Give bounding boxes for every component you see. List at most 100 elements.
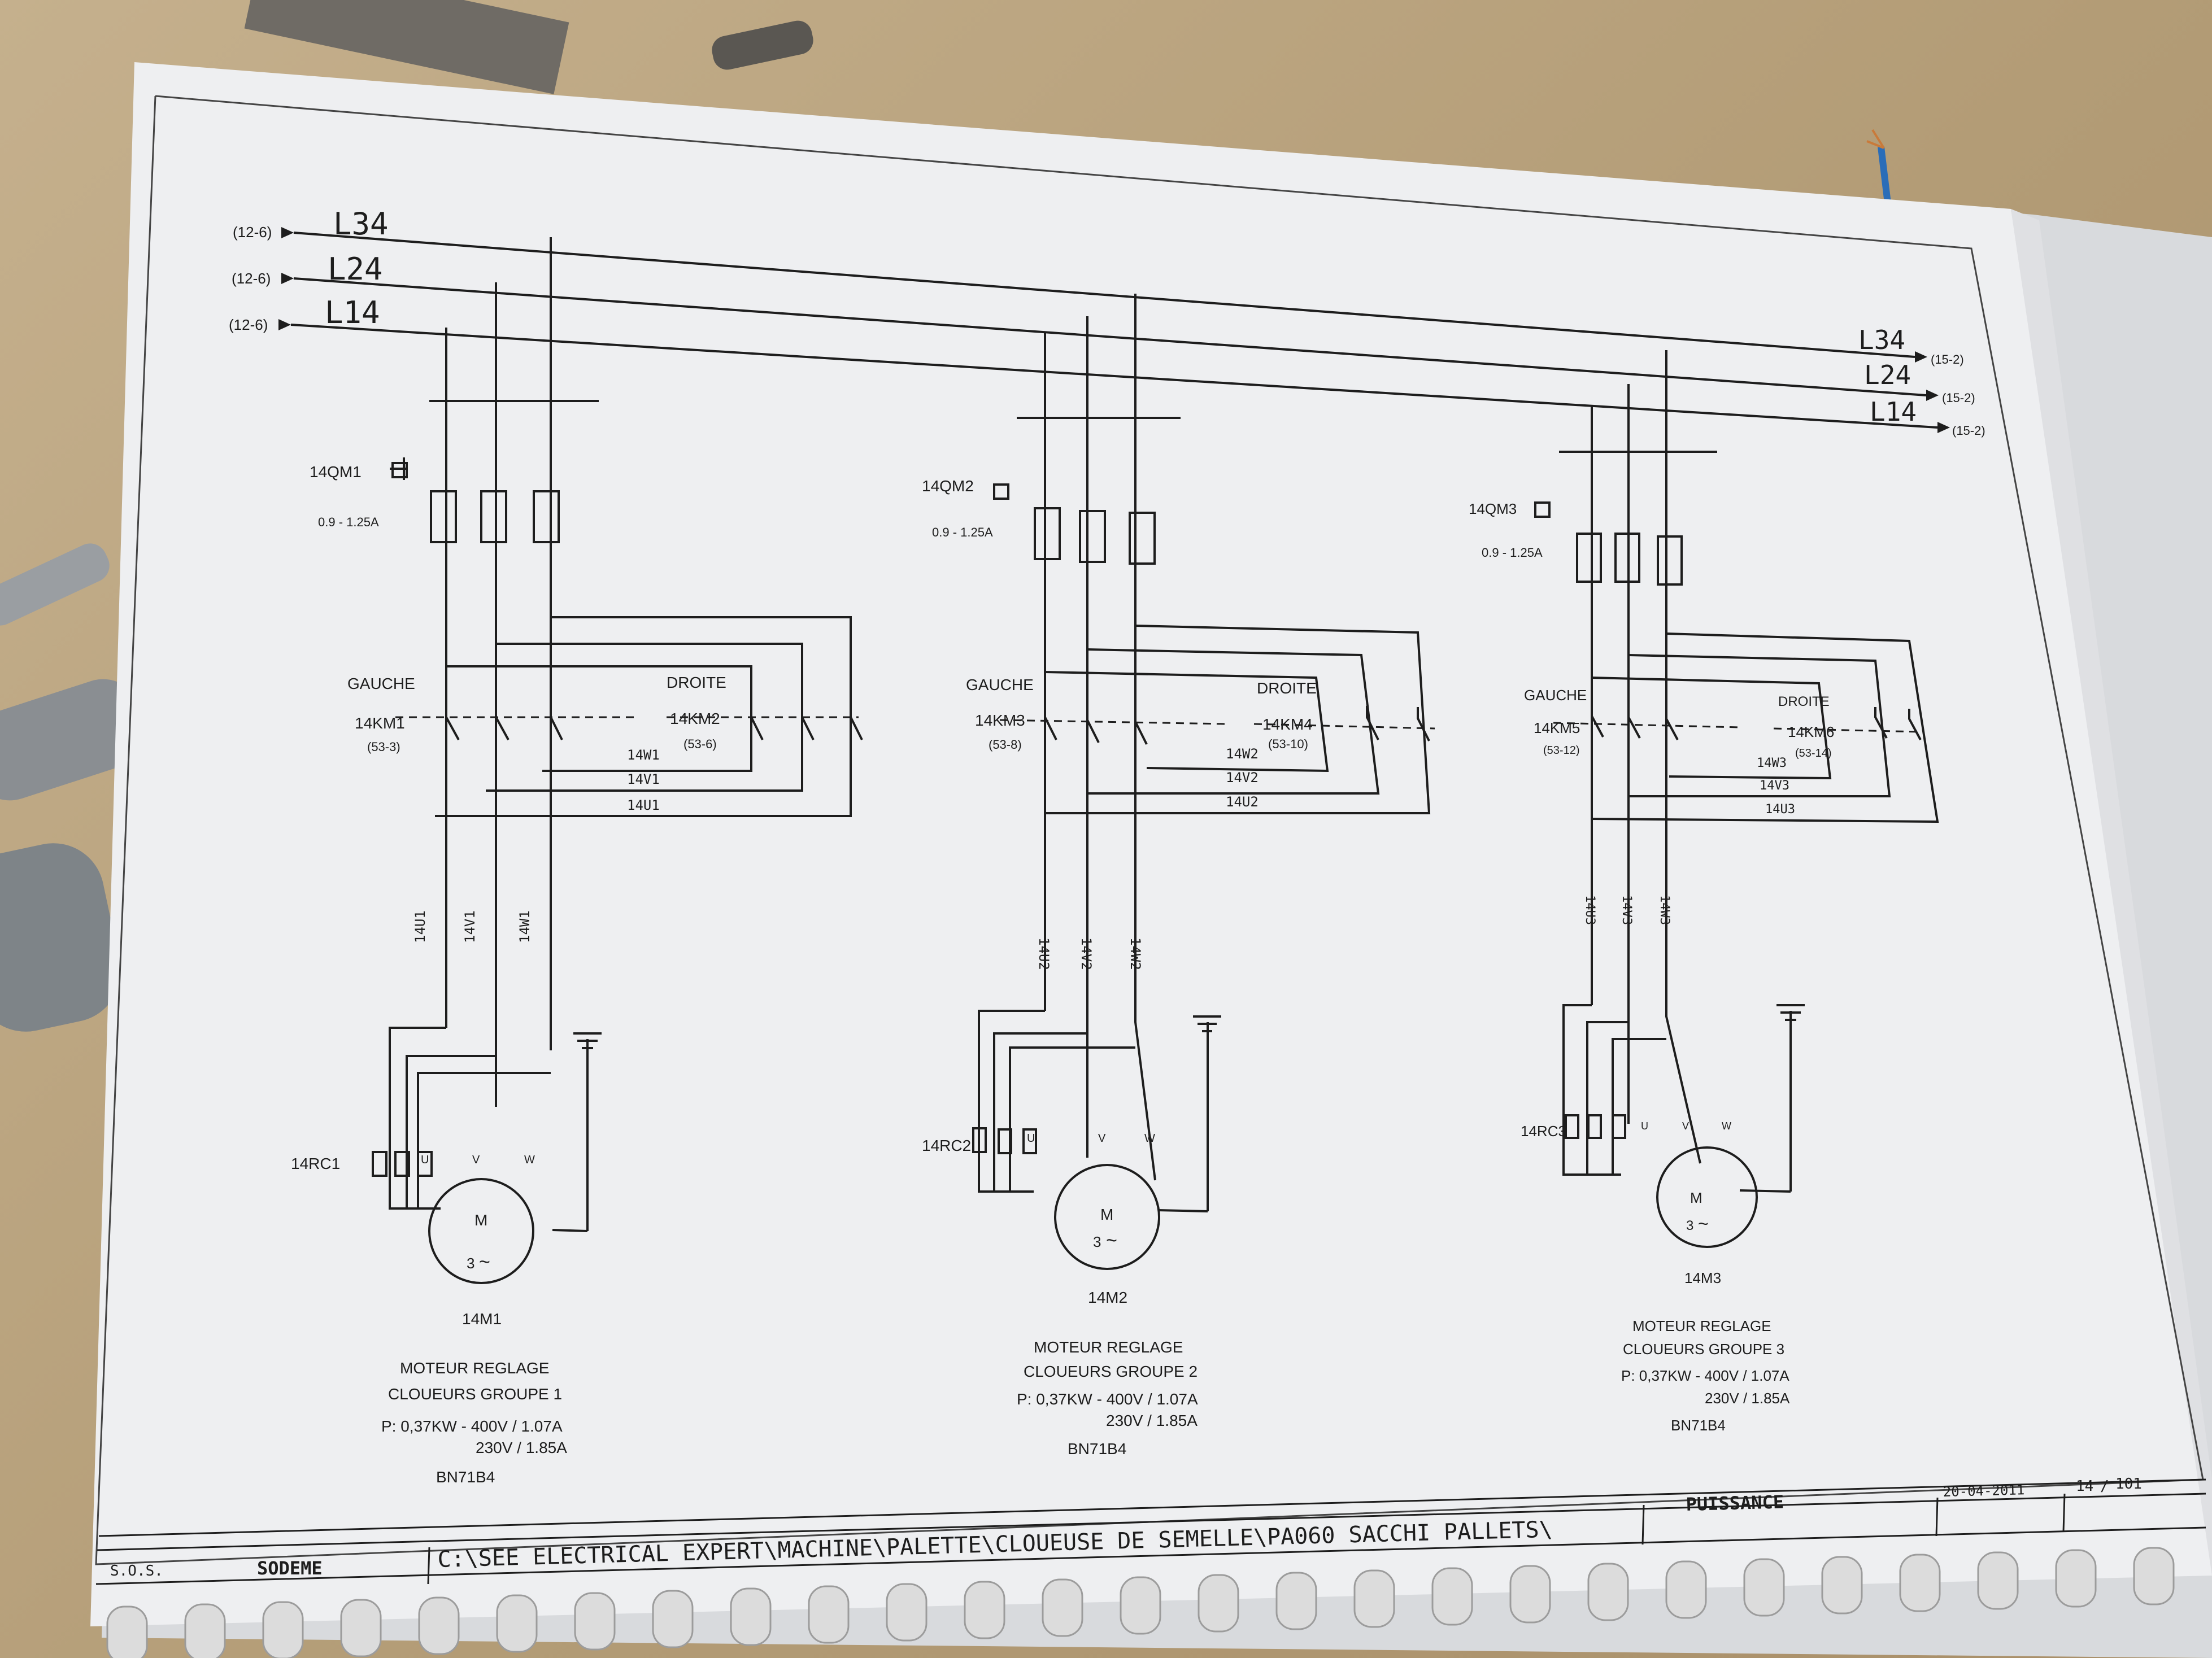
droite-label-1: DROITE	[667, 674, 726, 691]
title-page-separator-icon: /	[2100, 1478, 2109, 1495]
motor-desc-1-line1: MOTEUR REGLAGE	[400, 1359, 549, 1377]
wire-label-bus-w3: 14W3	[1757, 756, 1787, 770]
contactor-right-ref-3: (53-14)	[1795, 747, 1831, 760]
motor-label-14m2: 14M2	[1088, 1289, 1127, 1306]
motor-label-14m3: 14M3	[1684, 1269, 1721, 1286]
dest-ref-l34: (15-2)	[1931, 352, 1964, 366]
supply-ref-l34: (12-6)	[233, 224, 272, 241]
supply-arrowheads	[278, 227, 1950, 433]
contactor-right-14km2: 14KM2	[670, 710, 720, 727]
contactor-right-ref-1: (53-6)	[683, 737, 717, 751]
rating-label-3: 0.9 - 1.25A	[1482, 546, 1543, 560]
motor-desc-2-line1: MOTEUR REGLAGE	[1034, 1338, 1183, 1356]
wire-label-bus-w2: 14W2	[1226, 746, 1259, 762]
rc-label-14rc3: 14RC3	[1521, 1123, 1566, 1140]
wire-label-vert-w1: 14W1	[517, 910, 533, 943]
title-page-number: 14	[2076, 1478, 2093, 1495]
motor-tilde-icon-1: ~	[479, 1251, 490, 1273]
page-sheet	[90, 62, 2212, 1658]
contactor-left-ref-1: (53-3)	[367, 740, 400, 754]
motor-3-2: 3	[1093, 1233, 1101, 1250]
rc-label-14rc1: 14RC1	[291, 1155, 340, 1172]
wire-label-bus-u1: 14U1	[627, 797, 660, 813]
motor-desc-3-line1: MOTEUR REGLAGE	[1632, 1317, 1771, 1334]
line-label-l34-left: L34	[333, 206, 389, 242]
line-label-l34-right: L34	[1858, 325, 1905, 355]
phase-w-1: W	[524, 1154, 535, 1166]
binding-ring	[2055, 1549, 2097, 1608]
wire-label-bus-v3: 14V3	[1760, 779, 1789, 793]
rating-label-2: 0.9 - 1.25A	[932, 525, 993, 539]
supply-ref-l24: (12-6)	[232, 270, 271, 287]
binding-ring	[652, 1590, 694, 1648]
motor-desc-3-line4: 230V / 1.85A	[1705, 1390, 1790, 1407]
binding-ring	[1821, 1556, 1863, 1615]
blue-wire	[1878, 146, 1891, 204]
binding-ring	[184, 1603, 226, 1658]
wire-label-bus-u2: 14U2	[1226, 794, 1259, 810]
binding-ring	[496, 1594, 538, 1653]
wire-label-bus-v2: 14V2	[1226, 770, 1259, 786]
motor-desc-1-line4: 230V / 1.85A	[476, 1439, 567, 1456]
motor-3-3: 3	[1686, 1218, 1693, 1233]
phase-v-1: V	[472, 1154, 480, 1166]
binding-ring	[2133, 1547, 2175, 1605]
motor-desc-1-line3: P: 0,37KW - 400V / 1.07A	[381, 1417, 563, 1435]
motor-desc-3-line3: P: 0,37KW - 400V / 1.07A	[1621, 1367, 1789, 1384]
contactor-left-14km1: 14KM1	[355, 714, 405, 732]
line-label-l24-left: L24	[328, 251, 383, 287]
breaker-14qm1-icon: 14QM1	[310, 463, 362, 481]
motor-m-2: M	[1100, 1206, 1113, 1223]
wire-label-vert-w2: 14W2	[1127, 937, 1143, 970]
binding-ring	[1587, 1563, 1629, 1621]
circuit-group-3: 14QM3 0.9 - 1.25A GAUCHE DROITE 14KM5 (5…	[1469, 350, 1939, 1434]
binding-ring	[808, 1585, 850, 1644]
wire-label-vert-v1: 14V1	[462, 910, 478, 943]
phase-u-3: U	[1641, 1120, 1648, 1132]
motor-m-1: M	[474, 1211, 487, 1229]
binding-ring	[1743, 1558, 1785, 1617]
dest-ref-l24: (15-2)	[1942, 391, 1975, 405]
motor-desc-3-line5: BN71B4	[1671, 1417, 1726, 1434]
circuit-group-2: 14QM2 0.9 - 1.25A GAUCHE DROITE 14KM3 (5…	[922, 294, 1435, 1458]
motor-desc-1-line2: CLOUEURS GROUPE 1	[388, 1385, 562, 1403]
motor-tilde-icon-3: ~	[1698, 1214, 1709, 1234]
binding-ring	[106, 1605, 148, 1658]
supply-ref-l14: (12-6)	[229, 316, 268, 333]
binding-ring	[1275, 1572, 1317, 1630]
binding-ring	[886, 1583, 928, 1642]
motor-desc-1-line5: BN71B4	[436, 1468, 495, 1486]
phase-w-2: W	[1144, 1132, 1155, 1145]
binding-ring	[1198, 1574, 1239, 1633]
binding-ring	[964, 1581, 1005, 1639]
motor-desc-2-line5: BN71B4	[1068, 1440, 1126, 1458]
title-page-total: 101	[2115, 1476, 2142, 1493]
breaker-label-14qm2: 14QM2	[922, 477, 974, 495]
title-company: SODEME	[257, 1557, 323, 1579]
binding-ring	[340, 1599, 382, 1657]
metal-rods	[0, 0, 813, 1032]
wire-label-vert-u3: 14U3	[1583, 895, 1597, 925]
binding-ring	[1042, 1578, 1083, 1637]
contactor-left-ref-2: (53-8)	[989, 738, 1022, 752]
droite-label-2: DROITE	[1257, 679, 1317, 697]
gauche-label-2: GAUCHE	[966, 676, 1034, 693]
binding-ring	[574, 1592, 616, 1651]
breaker-label-14qm3: 14QM3	[1469, 500, 1517, 517]
spiral-binding	[106, 1547, 2175, 1658]
contactor-left-14km5: 14KM5	[1534, 719, 1580, 736]
line-label-l24-right: L24	[1864, 360, 1911, 390]
wire-label-bus-u3: 14U3	[1765, 802, 1795, 817]
motor-desc-3-line2: CLOUEURS GROUPE 3	[1623, 1341, 1784, 1358]
circuit-group-1: 14QM1 0.9 - 1.25A GAUCHE DROITE 14KM1 (5…	[291, 237, 863, 1486]
phase-v-2: V	[1098, 1132, 1106, 1145]
rc-label-14rc2: 14RC2	[922, 1137, 971, 1154]
rating-label-1: 0.9 - 1.25A	[318, 515, 379, 529]
dest-ref-l14: (15-2)	[1952, 424, 1985, 438]
gauche-label-1: GAUCHE	[347, 675, 415, 692]
supply-lines	[290, 232, 1938, 429]
binding-ring	[262, 1601, 304, 1658]
binding-ring	[1431, 1567, 1473, 1626]
phase-v-3: V	[1682, 1120, 1689, 1132]
